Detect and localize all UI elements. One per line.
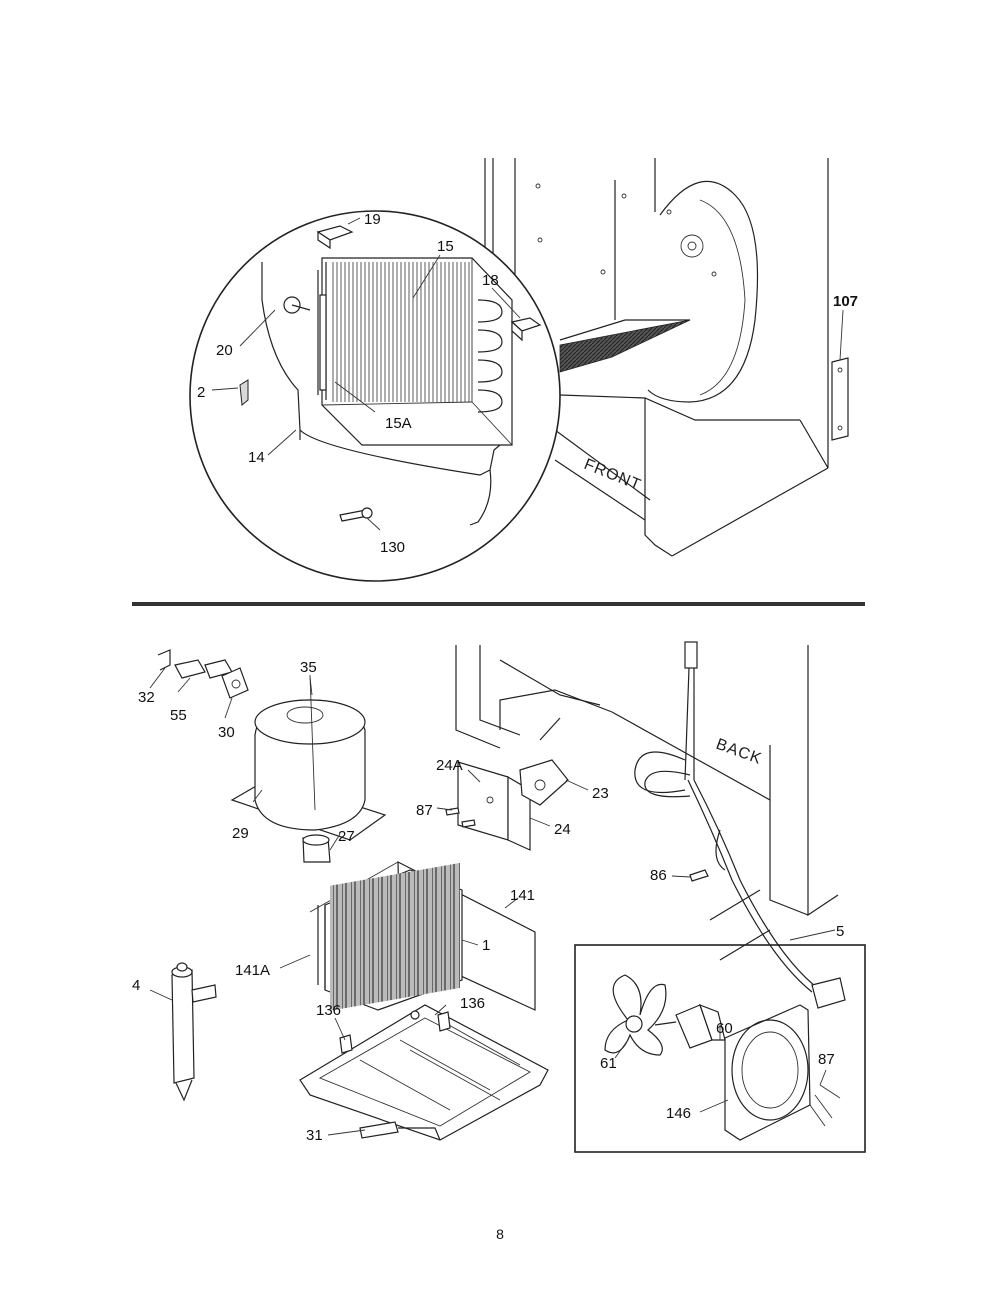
- label-30: 30: [218, 724, 235, 741]
- label-32: 32: [138, 689, 155, 706]
- drier-4: [171, 962, 217, 1102]
- pad-18-side: [511, 320, 523, 342]
- label-55: 55: [170, 707, 187, 724]
- label-24a: 24A: [436, 757, 463, 774]
- page-number: 8: [496, 1226, 504, 1242]
- drain-tube-14: [261, 262, 501, 476]
- label-141a: 141A: [235, 962, 270, 979]
- compressor-29: [230, 674, 387, 863]
- refrigerator-cabinet: FRONT: [484, 158, 849, 557]
- wiring-harness-5: [634, 641, 846, 1009]
- fan-assembly: [604, 974, 841, 1141]
- section-divider: [132, 602, 865, 606]
- condenser-141: [309, 861, 536, 1011]
- label-15a: 15A: [385, 415, 412, 432]
- label-31: 31: [306, 1127, 323, 1144]
- label-136-right: 136: [460, 995, 485, 1012]
- leaders-bottom: [149, 667, 836, 1136]
- mounting-brackets: [445, 759, 569, 851]
- label-27: 27: [338, 828, 355, 845]
- label-87a: 87: [416, 802, 433, 819]
- top-view: FRONT: [189, 158, 858, 582]
- label-24: 24: [554, 821, 571, 838]
- label-1: 1: [482, 937, 490, 954]
- label-130: 130: [380, 539, 405, 556]
- label-107: 107: [833, 293, 858, 310]
- label-5: 5: [836, 923, 844, 940]
- label-4: 4: [132, 977, 140, 994]
- label-86: 86: [650, 867, 667, 884]
- label-29: 29: [232, 825, 249, 842]
- label-20: 20: [216, 342, 233, 359]
- label-35: 35: [300, 659, 317, 676]
- label-61: 61: [600, 1055, 617, 1072]
- screw-86: [689, 869, 709, 882]
- label-146: 146: [666, 1105, 691, 1122]
- fan-assembly-inset: [574, 944, 866, 1153]
- label-2: 2: [197, 384, 205, 401]
- label-87b: 87: [818, 1051, 835, 1068]
- label-15: 15: [437, 238, 454, 255]
- base-pan-31: [299, 1004, 549, 1141]
- heater-15a: [319, 294, 327, 391]
- condensate-tray-shading: [559, 319, 691, 373]
- label-18: 18: [482, 272, 499, 289]
- leaders-top: [211, 217, 521, 531]
- bracket-107: [831, 357, 849, 441]
- label-60: 60: [716, 1020, 733, 1037]
- clip-2: [239, 379, 249, 406]
- label-136-left: 136: [316, 1002, 341, 1019]
- relay-overload: [157, 649, 249, 699]
- front-label: FRONT: [582, 456, 644, 494]
- pad-19-side: [317, 230, 331, 250]
- condenser-15: [317, 257, 513, 446]
- label-19: 19: [364, 211, 381, 228]
- label-141: 141: [510, 887, 535, 904]
- label-14: 14: [248, 449, 265, 466]
- label-23: 23: [592, 785, 609, 802]
- bottom-view: BACK: [132, 641, 866, 1153]
- back-label: BACK: [714, 736, 765, 768]
